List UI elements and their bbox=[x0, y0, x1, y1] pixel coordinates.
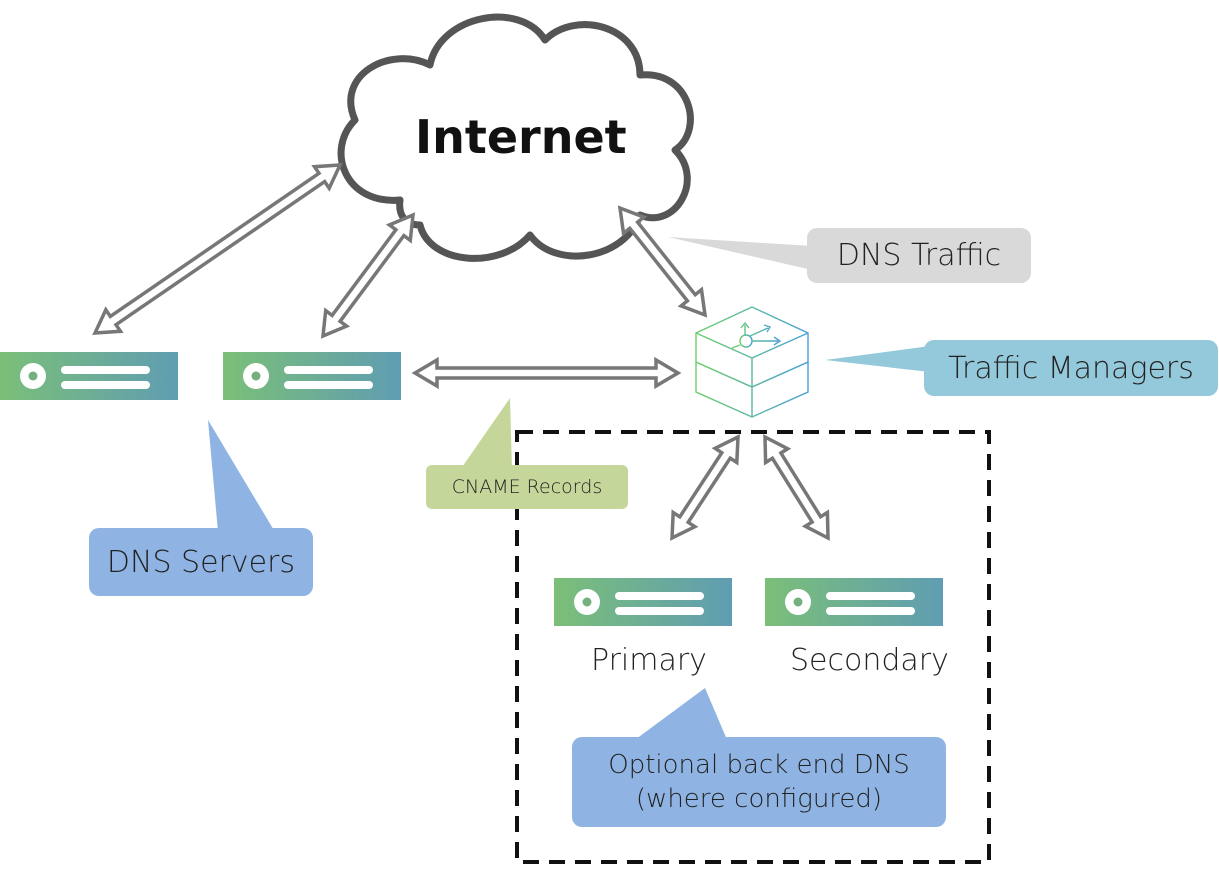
primary-server-icon[interactable] bbox=[554, 578, 732, 626]
dns-server-1-icon[interactable] bbox=[0, 352, 178, 400]
internet-label: Internet bbox=[415, 110, 627, 164]
cname-pointer bbox=[460, 398, 512, 470]
arrow-traffic-manager-internet bbox=[617, 205, 708, 318]
traffic-manager-icon[interactable] bbox=[695, 306, 809, 418]
optional-backend-line2: (where configured) bbox=[635, 784, 883, 814]
secondary-label: Secondary bbox=[790, 643, 949, 678]
arrow-traffic-manager-secondary bbox=[763, 434, 830, 541]
cname-records-callout: CNAME Records bbox=[426, 465, 628, 509]
primary-label: Primary bbox=[591, 643, 707, 678]
dns-servers-pointer bbox=[208, 420, 275, 532]
optional-pointer bbox=[632, 688, 728, 742]
arrow-dns-server-1-internet bbox=[92, 163, 343, 335]
dns-server-2-icon[interactable] bbox=[223, 352, 401, 400]
traffic-managers-pointer bbox=[825, 346, 930, 372]
dns-traffic-callout: DNS Traffic bbox=[807, 228, 1031, 283]
backend-group-box bbox=[515, 430, 991, 864]
secondary-server-icon[interactable] bbox=[765, 578, 943, 626]
arrow-dns-server-2-internet bbox=[320, 212, 416, 339]
internet-cloud bbox=[337, 13, 694, 262]
optional-backend-callout: Optional back end DNS (where configured) bbox=[572, 737, 946, 827]
traffic-managers-callout: Traffic Managers bbox=[924, 340, 1218, 396]
optional-backend-line1: Optional back end DNS bbox=[608, 750, 910, 780]
arrow-traffic-manager-primary bbox=[670, 434, 740, 541]
dns-traffic-pointer bbox=[668, 237, 812, 270]
dns-servers-callout: DNS Servers bbox=[89, 528, 313, 596]
arrow-dns-server-traffic-manager bbox=[411, 356, 682, 390]
